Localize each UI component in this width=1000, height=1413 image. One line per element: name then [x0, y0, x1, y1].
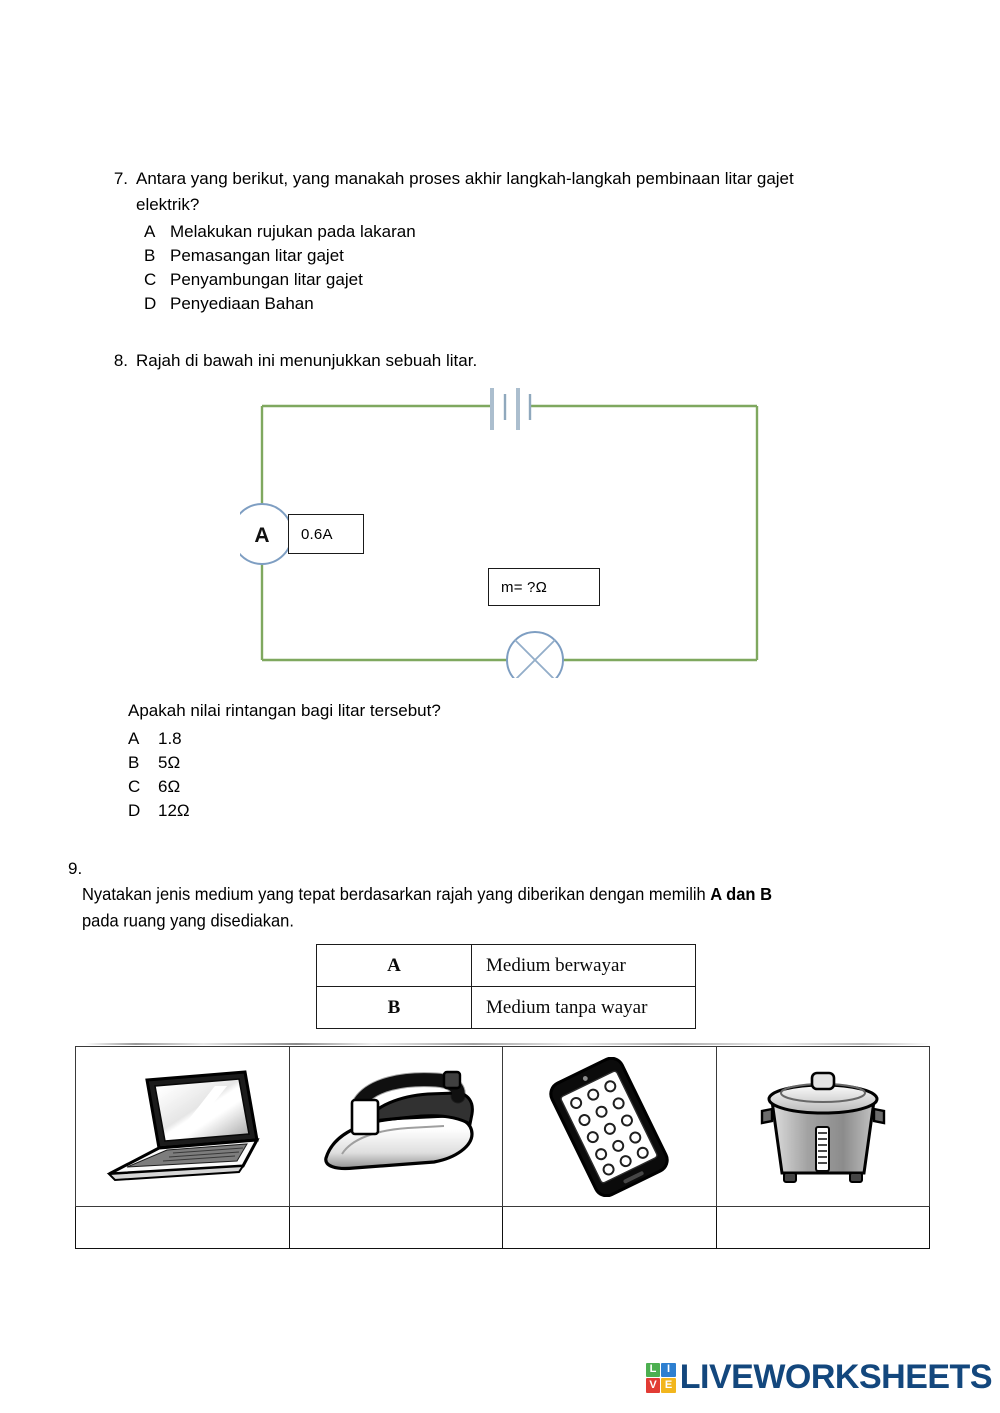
option-text: 5Ω — [158, 753, 181, 772]
question-7: 7. Antara yang berikut, yang manakah pro… — [100, 166, 794, 316]
option-text: 12Ω — [158, 801, 190, 820]
resistance-value-box: m= ?Ω — [488, 568, 600, 606]
medium-key-b: B — [316, 986, 472, 1029]
question-7-stem-line-1: Antara yang berikut, yang manakah proses… — [136, 169, 794, 188]
device-answer-row — [75, 1206, 930, 1249]
ammeter-letter: A — [254, 524, 269, 547]
option-letter: A — [128, 729, 140, 748]
liveworksheets-brand-text: LIVEWORKSHEETS — [679, 1358, 993, 1396]
device-answer-table — [75, 1046, 930, 1249]
liveworksheets-logo-mark: L I V E — [645, 1362, 676, 1393]
question-7-stem-row: 7. Antara yang berikut, yang manakah pro… — [100, 166, 794, 218]
question-7-options: A Melakukan rujukan pada lakaran B Pemas… — [100, 220, 794, 316]
option-text: Melakukan rujukan pada lakaran — [170, 222, 416, 241]
option-letter: C — [144, 270, 157, 289]
question-8-option-a[interactable]: A 1.8 — [128, 727, 441, 751]
option-letter: A — [144, 222, 156, 241]
question-8-stem: Rajah di bawah ini menunjukkan sebuah li… — [136, 351, 478, 370]
answer-box-rice-cooker[interactable] — [715, 1206, 930, 1249]
device-cell-iron — [288, 1046, 503, 1207]
logo-cell-e: E — [661, 1378, 676, 1393]
question-8-option-d[interactable]: D 12Ω — [128, 799, 441, 823]
question-8-subquestion: Apakah nilai rintangan bagi litar terseb… — [128, 698, 441, 823]
ammeter-value-box: 0.6A — [288, 514, 364, 554]
option-letter: B — [144, 246, 156, 265]
iron-icon — [324, 1070, 474, 1170]
question-7-option-d[interactable]: D Penyediaan Bahan — [144, 292, 794, 316]
medium-row-b: B Medium tanpa wayar — [316, 986, 696, 1029]
ammeter-symbol: A — [240, 503, 293, 565]
question-9-stem-line-1: Nyatakan jenis medium yang tepat berdasa… — [82, 885, 711, 905]
answer-box-laptop[interactable] — [75, 1206, 290, 1249]
question-7-option-c[interactable]: C Penyambungan litar gajet — [144, 268, 794, 292]
question-8-number: 8. — [113, 351, 128, 370]
circuit-diagram-svg: A — [240, 388, 759, 678]
question-7-number: 7. — [113, 169, 128, 188]
question-8-options: A 1.8 B 5Ω C 6Ω D 12Ω — [128, 727, 441, 823]
circuit-wire — [260, 404, 759, 662]
question-7-stem-line-2: elektrik? — [136, 195, 200, 214]
medium-value-b: Medium tanpa wayar — [471, 986, 696, 1029]
option-letter: B — [128, 753, 140, 772]
question-8-prompt: Apakah nilai rintangan bagi litar terseb… — [128, 701, 441, 720]
medium-value-a: Medium berwayar — [471, 944, 696, 987]
smartphone-icon — [549, 1056, 669, 1197]
question-9-stem: Nyatakan jenis medium yang tepat berdasa… — [82, 882, 932, 935]
question-8-option-c[interactable]: C 6Ω — [128, 775, 441, 799]
option-text: Penyediaan Bahan — [170, 294, 314, 313]
liveworksheets-logo[interactable]: L I V E LIVEWORKSHEETS — [645, 1358, 993, 1397]
question-7-option-a[interactable]: A Melakukan rujukan pada lakaran — [144, 220, 794, 244]
logo-cell-l: L — [645, 1362, 661, 1377]
rice-cooker-icon — [760, 1071, 885, 1183]
device-picture-row — [75, 1046, 930, 1207]
question-8-stem-row: 8. Rajah di bawah ini menunjukkan sebuah… — [100, 348, 477, 374]
lamp-symbol — [506, 631, 564, 678]
medium-row-a: A Medium berwayar — [316, 944, 696, 987]
option-letter: D — [128, 801, 141, 820]
question-8-option-b[interactable]: B 5Ω — [128, 751, 441, 775]
option-letter: C — [128, 777, 141, 796]
question-7-stem: Antara yang berikut, yang manakah proses… — [136, 166, 794, 218]
medium-key-a: A — [316, 944, 472, 987]
question-9-number: 9. — [68, 859, 83, 878]
answer-box-smartphone[interactable] — [502, 1206, 717, 1249]
question-9-stem-line-2: pada ruang yang disediakan. — [82, 911, 294, 931]
answer-box-iron[interactable] — [288, 1206, 503, 1249]
option-text: Penyambungan litar gajet — [170, 270, 363, 289]
question-8: 8. Rajah di bawah ini menunjukkan sebuah… — [100, 348, 477, 374]
question-9-stem-bold: A dan B — [710, 885, 773, 905]
option-text: 1.8 — [158, 729, 182, 748]
device-cell-rice-cooker — [715, 1046, 930, 1207]
circuit-diagram: A 0.6A m= ?Ω — [240, 388, 780, 678]
battery-symbol — [490, 388, 532, 430]
medium-legend-table: A Medium berwayar B Medium tanpa wayar — [316, 944, 696, 1029]
option-text: 6Ω — [158, 777, 181, 796]
logo-cell-v: V — [645, 1378, 661, 1393]
logo-cell-i: I — [661, 1362, 676, 1377]
device-cell-laptop — [75, 1046, 290, 1207]
question-7-option-b[interactable]: B Pemasangan litar gajet — [144, 244, 794, 268]
device-cell-smartphone — [502, 1046, 717, 1207]
option-text: Pemasangan litar gajet — [170, 246, 344, 265]
laptop-icon — [106, 1069, 260, 1181]
option-letter: D — [144, 294, 157, 313]
scan-artifact-line — [85, 1043, 930, 1045]
